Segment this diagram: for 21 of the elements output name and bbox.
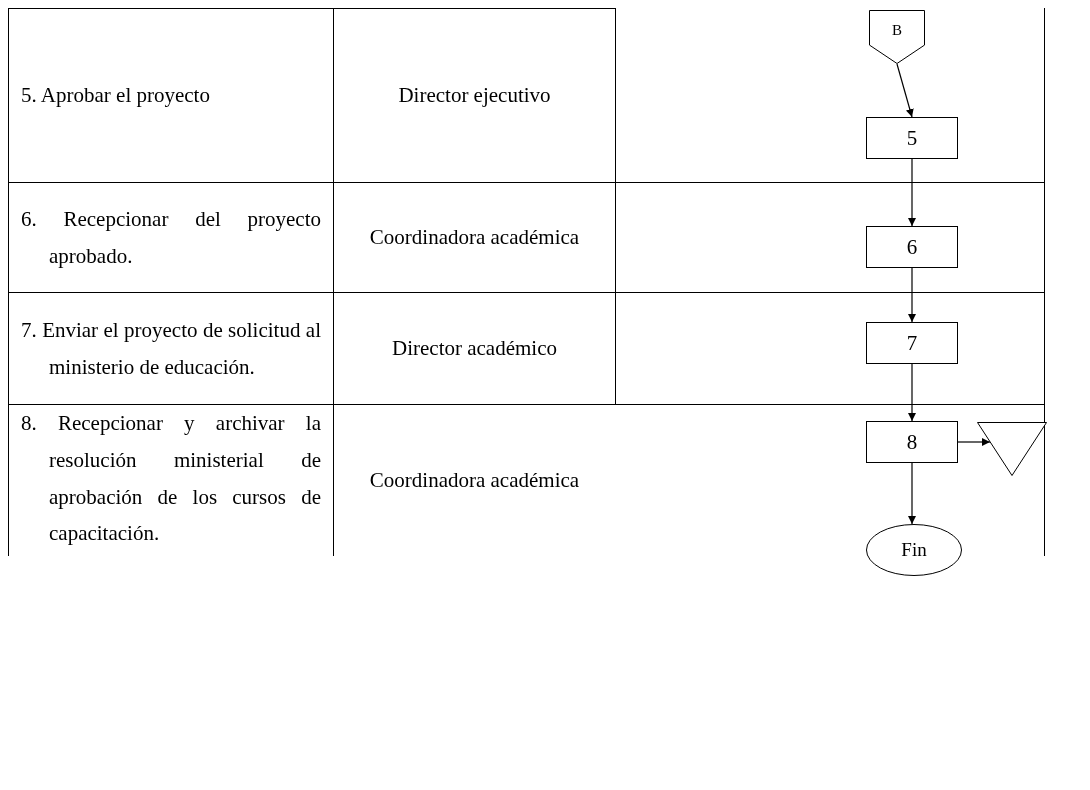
process-box: 6 <box>866 226 958 268</box>
role-text: Director académico <box>391 335 558 363</box>
storage-triangle <box>977 422 1047 476</box>
activity-text: 6. Recepcionar del proyecto aprobado. <box>20 205 322 270</box>
arrow <box>908 462 916 525</box>
off-page-connector: B <box>869 10 925 64</box>
arrow <box>908 267 916 323</box>
arrow <box>957 438 991 446</box>
role-text: Coordinadora académica <box>368 224 581 252</box>
arrow <box>908 158 916 227</box>
arrow <box>896 63 914 118</box>
activity-text: 8. Recepcionar y archivar la resolución ministerial de aprobación de los cursos de capacitación. <box>20 410 322 548</box>
terminal-ellipse: Fin <box>866 524 962 576</box>
process-box: 8 <box>866 421 958 463</box>
arrow <box>908 363 916 422</box>
activity-text: 7. Enviar el proyecto de solicitud al ministerio de educación. <box>20 316 322 381</box>
role-text: Coordinadora académica <box>368 467 581 495</box>
process-box: 5 <box>866 117 958 159</box>
activity-text: 5. Aprobar el proyecto <box>20 82 211 110</box>
role-text: Director ejecutivo <box>397 82 552 110</box>
process-box: 7 <box>866 322 958 364</box>
